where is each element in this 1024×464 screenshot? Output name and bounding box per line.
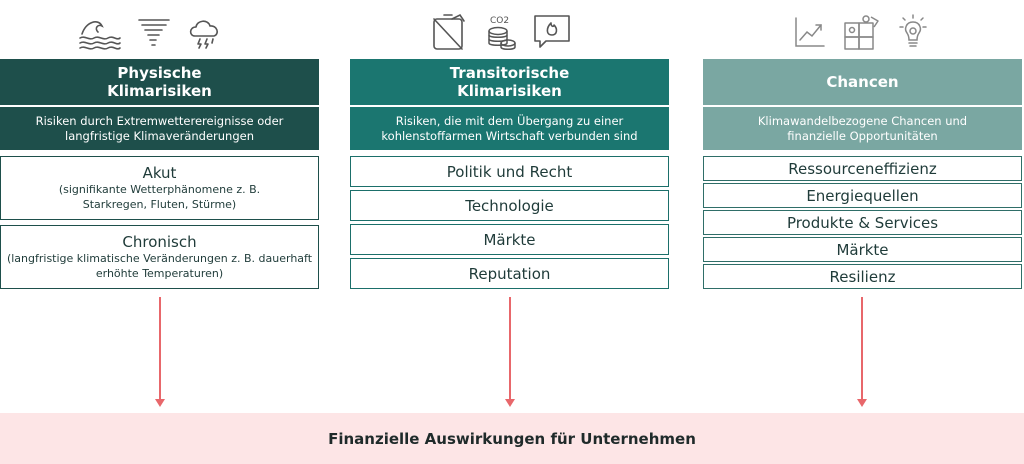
fire-message-icon xyxy=(534,15,570,48)
column-title: Chancen xyxy=(703,59,1022,105)
column-subtitle: Klimawandelbezogene Chancen und finanzie… xyxy=(703,107,1022,150)
item-label: Akut xyxy=(142,164,177,182)
no-fuel-icon xyxy=(433,13,465,50)
column-title: Transitorische Klimarisiken xyxy=(350,59,669,105)
co2-coins-icon: CO2 xyxy=(488,16,516,50)
item-label: Märkte xyxy=(483,230,536,249)
co2-label: CO2 xyxy=(490,16,509,26)
item-detail: (signifikante Wetterphänomene z. B. Star… xyxy=(58,183,261,211)
arrow-transitional xyxy=(505,297,515,407)
lightbulb-icon xyxy=(899,14,927,47)
list-item-energiequellen: Energiequellen xyxy=(703,183,1022,208)
item-list: Ressourceneffizienz Energiequellen Produ… xyxy=(703,156,1022,289)
arrow-opportunities xyxy=(857,297,867,407)
column-title-text: Transitorische Klimarisiken xyxy=(449,64,570,100)
puzzle-icon xyxy=(844,15,879,50)
item-label: Reputation xyxy=(468,264,551,283)
column-transitional-risks: Transitorische Klimarisiken Risiken, die… xyxy=(350,59,669,289)
arrow-physical xyxy=(155,297,165,407)
transitional-icons: CO2 xyxy=(430,12,572,52)
list-item-akut: Akut (signifikante Wetterphänomene z. B.… xyxy=(0,156,319,220)
list-item-reputation: Reputation xyxy=(350,258,669,289)
item-label: Märkte xyxy=(836,240,889,259)
item-label: Chronisch xyxy=(122,233,197,251)
item-list: Akut (signifikante Wetterphänomene z. B.… xyxy=(0,156,319,289)
column-subtitle: Risiken durch Extremwetterereignisse ode… xyxy=(0,107,319,150)
column-title-text: Physische Klimarisiken xyxy=(107,64,212,100)
financial-impact-label: Finanzielle Auswirkungen für Unternehmen xyxy=(328,429,696,448)
list-item-politik: Politik und Recht xyxy=(350,156,669,187)
item-label: Ressourceneffizienz xyxy=(788,159,937,178)
list-item-resilienz: Resilienz xyxy=(703,264,1022,289)
item-list: Politik und Recht Technologie Märkte Rep… xyxy=(350,156,669,289)
column-opportunities: Chancen Klimawandelbezogene Chancen und … xyxy=(703,59,1022,289)
column-title: Physische Klimarisiken xyxy=(0,59,319,105)
item-detail: (langfristige klimatische Veränderungen … xyxy=(6,252,313,280)
list-item-produkte: Produkte & Services xyxy=(703,210,1022,235)
list-item-maerkte: Märkte xyxy=(703,237,1022,262)
list-item-ressourceneffizienz: Ressourceneffizienz xyxy=(703,156,1022,181)
tornado-icon xyxy=(138,19,170,46)
item-label: Politik und Recht xyxy=(446,162,573,181)
growth-chart-icon xyxy=(795,17,825,47)
column-physical-risks: Physische Klimarisiken Risiken durch Ext… xyxy=(0,59,319,289)
financial-impact-band: Finanzielle Auswirkungen für Unternehmen xyxy=(0,413,1024,464)
storm-cloud-icon xyxy=(189,20,219,49)
list-item-technologie: Technologie xyxy=(350,190,669,221)
item-label: Produkte & Services xyxy=(786,213,939,232)
item-label: Resilienz xyxy=(829,267,896,286)
physical-icons xyxy=(78,12,224,52)
column-subtitle: Risiken, die mit dem Übergang zu einer k… xyxy=(350,107,669,150)
waves-icon xyxy=(79,21,121,50)
list-item-chronisch: Chronisch (langfristige klimatische Verä… xyxy=(0,225,319,289)
item-label: Energiequellen xyxy=(806,186,919,205)
item-label: Technologie xyxy=(465,196,554,215)
list-item-maerkte: Märkte xyxy=(350,224,669,255)
opportunity-icons xyxy=(793,12,931,52)
